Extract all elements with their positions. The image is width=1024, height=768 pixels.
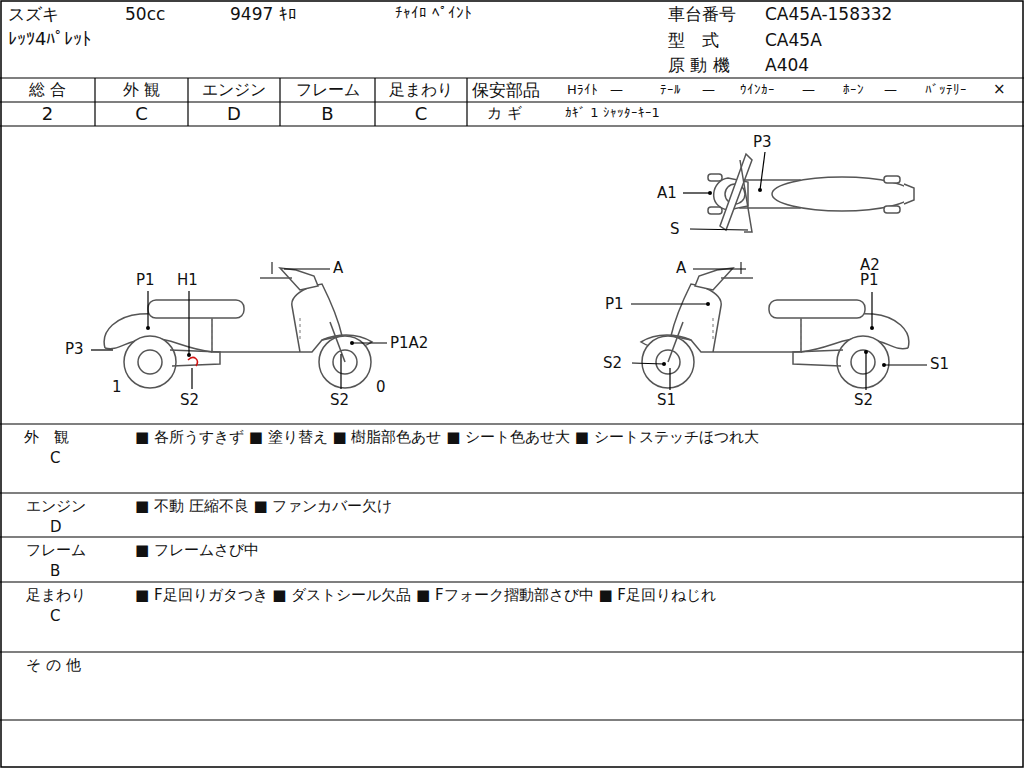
field-name: 原 動 機 [668, 55, 730, 75]
remarks: ■ 不動 圧縮不良 ■ ファンカバー欠け [135, 497, 392, 515]
field-name: カ ギ [487, 104, 522, 122]
section-name: そ の 他 [26, 656, 81, 674]
section-grade: D [50, 518, 62, 536]
field-name: 車台番号 [668, 4, 736, 24]
callout-code: P3 [65, 340, 84, 358]
section-grade: C [50, 607, 60, 625]
remarks: ■ フレームさび中 [135, 541, 259, 559]
grade-header: 外 観 [123, 80, 160, 99]
part-name: ﾎｰﾝ [843, 82, 864, 98]
callout-number: 1 [112, 378, 122, 396]
callout-code: P1 [860, 271, 879, 289]
status: — [610, 82, 623, 98]
engine-code: A404 [765, 55, 809, 75]
grade-value: 2 [42, 103, 53, 125]
callout-code: S1 [657, 391, 676, 409]
color: ﾁｬｲﾛ ﾍﾟｲﾝﾄ [395, 4, 472, 22]
part-name: Hﾗｲﾄ [567, 82, 598, 98]
callout-code: S2 [330, 391, 349, 409]
grade-value: B [321, 103, 333, 125]
section-name: エンジン [26, 497, 86, 515]
callout-code: P3 [753, 133, 772, 151]
section-grade: B [50, 562, 60, 580]
callout-code: A [676, 259, 686, 277]
section-name: 外 観 [24, 428, 69, 446]
status: — [802, 82, 815, 98]
section-grade: C [50, 449, 60, 467]
model-code: CA45A [765, 30, 822, 50]
callout-code: A1 [657, 184, 677, 202]
status: × [993, 80, 1006, 98]
part-name: ｳｲﾝｶｰ [740, 82, 775, 98]
grade-value: C [415, 103, 428, 125]
section-name: 足まわり [26, 586, 86, 604]
grade-header: エンジン [202, 80, 266, 99]
callout-code: S1 [930, 355, 949, 373]
section-name: フレーム [26, 541, 86, 559]
callout-code: A [333, 259, 343, 277]
callout-code: S2 [180, 391, 199, 409]
callout-code: P1 [605, 295, 624, 313]
remarks: ■ 各所うすきず ■ 塗り替え ■ 樹脂部色あせ ■ シート色あせ大 ■ シート… [135, 428, 759, 446]
part-name: ﾊﾞｯﾃﾘｰ [925, 82, 967, 98]
status: — [884, 82, 897, 98]
field-name: 型 式 [668, 30, 719, 50]
callout-code: H1 [177, 271, 198, 289]
mileage: 9497 ｷﾛ [230, 4, 297, 24]
field-name: 保安部品 [472, 80, 540, 100]
grade-header: 足まわり [389, 80, 453, 99]
grade-value: D [227, 103, 241, 125]
grade-header: フレーム [296, 80, 360, 99]
callout-code: S2 [603, 354, 622, 372]
part-name: ﾃｰﾙ [660, 82, 681, 98]
displacement: 50cc [125, 4, 165, 24]
grade-value: C [135, 103, 148, 125]
frame-number: CA45A-158332 [765, 4, 892, 24]
callout-code: S [670, 220, 680, 238]
callout-number: 0 [376, 378, 386, 396]
callout-code: S2 [854, 391, 873, 409]
status: — [702, 82, 715, 98]
remarks: ■ F足回りガタつき ■ ダストシール欠品 ■ Fフォーク摺動部さび中 ■ F足… [135, 586, 716, 604]
model-name: ﾚｯﾂ4ﾊﾟﾚｯﾄ [8, 28, 91, 50]
key-info: ｶｷﾞ 1 ｼｬｯﾀｰｷｰ1 [565, 105, 660, 121]
grade-header: 総 合 [29, 80, 66, 99]
callout-code: P1A2 [390, 334, 428, 352]
maker: スズキ [8, 4, 59, 24]
callout-code: P1 [136, 271, 155, 289]
